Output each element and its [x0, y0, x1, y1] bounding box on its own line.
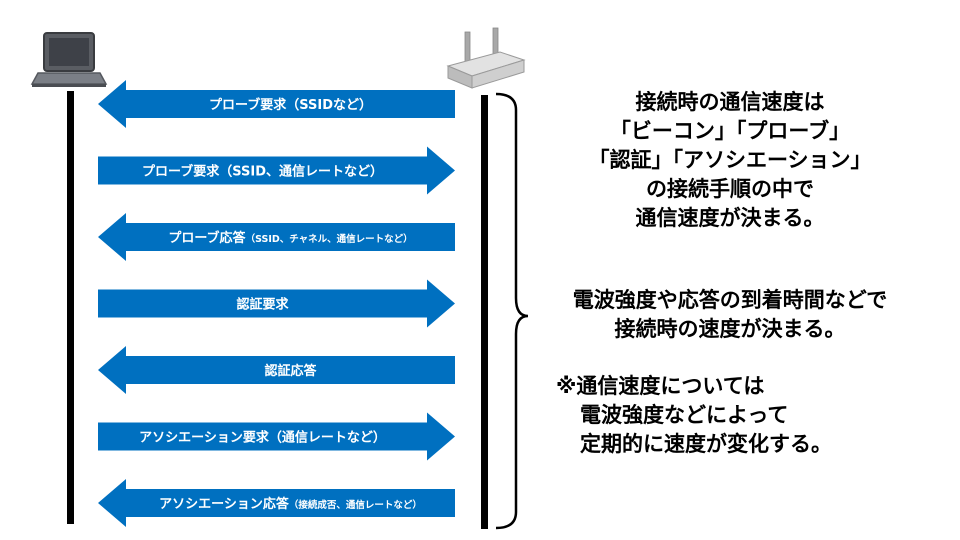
message-arrow-left — [98, 346, 455, 394]
laptop-icon — [30, 32, 108, 87]
message-label: プローブ要求（SSIDなど） — [209, 97, 372, 113]
message-arrow-right — [98, 412, 455, 461]
summary-line: 通信速度が決まる。 — [635, 206, 825, 230]
message-label: プローブ要求（SSID、通信レートなど） — [142, 164, 383, 180]
summary-line: 「ビーコン」「プローブ」 — [609, 119, 851, 143]
message-arrow-right — [98, 279, 455, 328]
message-label: アソシエーション要求（通信レートなど） — [139, 430, 386, 446]
summary-line: の接続手順の中で — [646, 177, 814, 201]
summary-line: 「認証」「アソシエーション」 — [588, 148, 872, 172]
note-line: 電波強度などによって — [580, 403, 789, 427]
detail-text: 電波強度や応答の到着時間などで 接続時の速度が決まる。 — [520, 286, 940, 344]
summary-text: 接続時の通信速度は 「ビーコン」「プローブ」 「認証」「アソシエーション」 の接… — [520, 88, 940, 233]
message-label: アソシエーション応答（接続成否、通信レートなど） — [159, 496, 422, 512]
note-line: 定期的に速度が変化する。 — [580, 432, 832, 456]
message-label: プローブ応答（SSID、チャネル、通信レートなど） — [168, 230, 412, 246]
message-arrows: プローブ要求（SSIDなど） プローブ要求（SSID、通信レートなど） プローブ応答… — [98, 80, 455, 527]
message-label: 認証要求 — [236, 297, 289, 313]
message-label: 認証応答 — [264, 363, 317, 379]
detail-line: 接続時の速度が決まる。 — [614, 317, 846, 341]
message-arrow-left — [98, 80, 455, 128]
note-text: ※通信速度については 電波強度などによって 定期的に速度が変化する。 — [556, 372, 936, 459]
message-arrow-left — [98, 479, 455, 527]
ap-lifeline — [481, 95, 488, 529]
bracket — [495, 92, 529, 530]
message-arrow-right — [98, 146, 455, 195]
message-arrow-left — [98, 213, 455, 261]
summary-line: 接続時の通信速度は — [635, 90, 825, 114]
note-line: ※通信速度については — [556, 374, 765, 398]
detail-line: 電波強度や応答の到着時間などで — [572, 288, 888, 312]
wireless-router-icon — [446, 27, 526, 89]
client-lifeline — [67, 91, 74, 524]
